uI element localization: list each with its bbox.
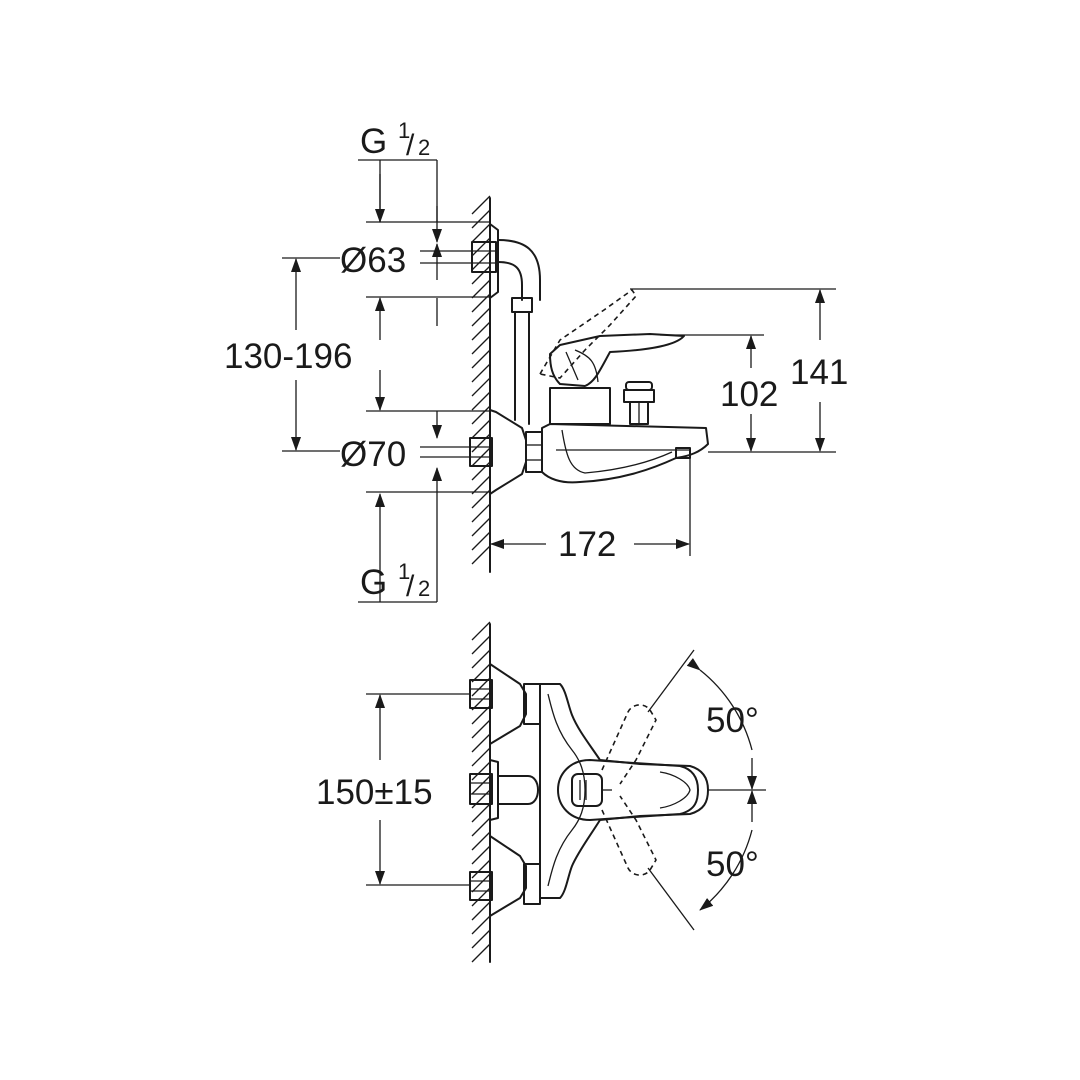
wall-hatch-line xyxy=(471,489,491,509)
mixer-body-side xyxy=(469,387,709,495)
dim-spacing: 150±15 xyxy=(316,693,470,886)
wall-hatch-line xyxy=(471,915,491,935)
wall-hatch-line xyxy=(471,475,491,495)
wall-hatch-line xyxy=(471,761,491,781)
inlet-top-lower xyxy=(469,835,541,917)
wall-hatch-line xyxy=(471,775,491,795)
thread-bottom-den: 2 xyxy=(418,576,430,601)
thread-top-num: 1 xyxy=(398,118,410,143)
wall-hatch-line xyxy=(471,817,491,837)
dia-63-label: Ø63 xyxy=(340,241,406,280)
wall-hatch-line xyxy=(471,901,491,921)
diverter-knob xyxy=(623,381,655,425)
wall-hatch-line xyxy=(471,377,491,397)
wall-hatch-line xyxy=(471,279,491,299)
top-view: 150±15 50° 50° xyxy=(316,621,766,963)
center-distance-label: 130-196 xyxy=(224,337,352,376)
side-view: G 1 / 2 Ø63 130-196 xyxy=(224,118,848,603)
height-total-label: 141 xyxy=(790,353,848,392)
thread-bottom-slash: / xyxy=(406,570,415,603)
thread-label-top: G 1 / 2 xyxy=(358,118,438,222)
dim-projection: 172 xyxy=(489,458,691,564)
dim-dia-63: Ø63 xyxy=(340,174,490,326)
wall-hatch-line xyxy=(471,859,491,879)
dim-heights: 102 141 xyxy=(630,288,848,453)
top-inlet xyxy=(471,223,541,425)
wall-side xyxy=(471,195,491,573)
wall-hatch-line xyxy=(471,831,491,851)
wall-hatch-line xyxy=(471,461,491,481)
wall-hatch-line xyxy=(471,517,491,537)
lever-rotated-positions xyxy=(601,704,657,876)
wall-hatch-line xyxy=(471,349,491,369)
wall-hatch-line xyxy=(471,545,491,565)
spacing-label: 150±15 xyxy=(316,773,433,812)
wall-hatch-line xyxy=(471,251,491,271)
angle-bottom-label: 50° xyxy=(706,845,759,884)
wall-hatch-line xyxy=(471,265,491,285)
wall-hatch-line xyxy=(471,419,491,439)
wall-hatch-line xyxy=(471,621,491,641)
inlet-top-middle xyxy=(469,759,539,821)
wall-hatch-line xyxy=(471,789,491,809)
thread-top-slash: / xyxy=(406,129,415,162)
thread-bottom-letter: G xyxy=(360,563,387,602)
wall-hatch-line xyxy=(471,719,491,739)
wall-hatch-line xyxy=(471,803,491,823)
wall-hatch-line xyxy=(471,747,491,767)
inlet-top-upper xyxy=(469,663,541,745)
wall-hatch-line xyxy=(471,307,491,327)
height-lever-label: 102 xyxy=(720,375,778,414)
wall-hatch-line xyxy=(471,845,491,865)
lever-side xyxy=(538,288,685,387)
wall-hatch-line xyxy=(471,321,491,341)
dim-angles: 50° 50° xyxy=(647,649,766,931)
wall-hatch-line xyxy=(471,873,491,893)
wall-hatch-line xyxy=(471,195,491,215)
dim-center-distance: 130-196 xyxy=(224,257,385,452)
mixer-body-top xyxy=(539,683,709,899)
dim-dia-70: Ø70 xyxy=(340,410,490,540)
wall-hatch-line xyxy=(471,237,491,257)
wall-hatch-line xyxy=(471,531,491,551)
thread-bottom-num: 1 xyxy=(398,559,410,584)
wall-hatch-line xyxy=(471,733,491,753)
wall-hatch-line xyxy=(471,363,491,383)
wall-hatch-line xyxy=(471,943,491,963)
thread-label-bottom: G 1 / 2 xyxy=(358,520,438,603)
thread-top-den: 2 xyxy=(418,135,430,160)
angle-top-label: 50° xyxy=(706,701,759,740)
thread-top-letter: G xyxy=(360,122,387,161)
wall-hatch-line xyxy=(471,649,491,669)
dia-70-label: Ø70 xyxy=(340,435,406,474)
wall-hatch-line xyxy=(471,405,491,425)
wall-top xyxy=(471,621,491,963)
wall-hatch-line xyxy=(471,209,491,229)
projection-label: 172 xyxy=(558,525,616,564)
wall-hatch-line xyxy=(471,929,491,949)
wall-hatch-line xyxy=(471,433,491,453)
wall-hatch-line xyxy=(471,391,491,411)
wall-hatch-line xyxy=(471,335,491,355)
wall-hatch-line xyxy=(471,223,491,243)
wall-hatch-line xyxy=(471,503,491,523)
wall-hatch-line xyxy=(471,635,491,655)
